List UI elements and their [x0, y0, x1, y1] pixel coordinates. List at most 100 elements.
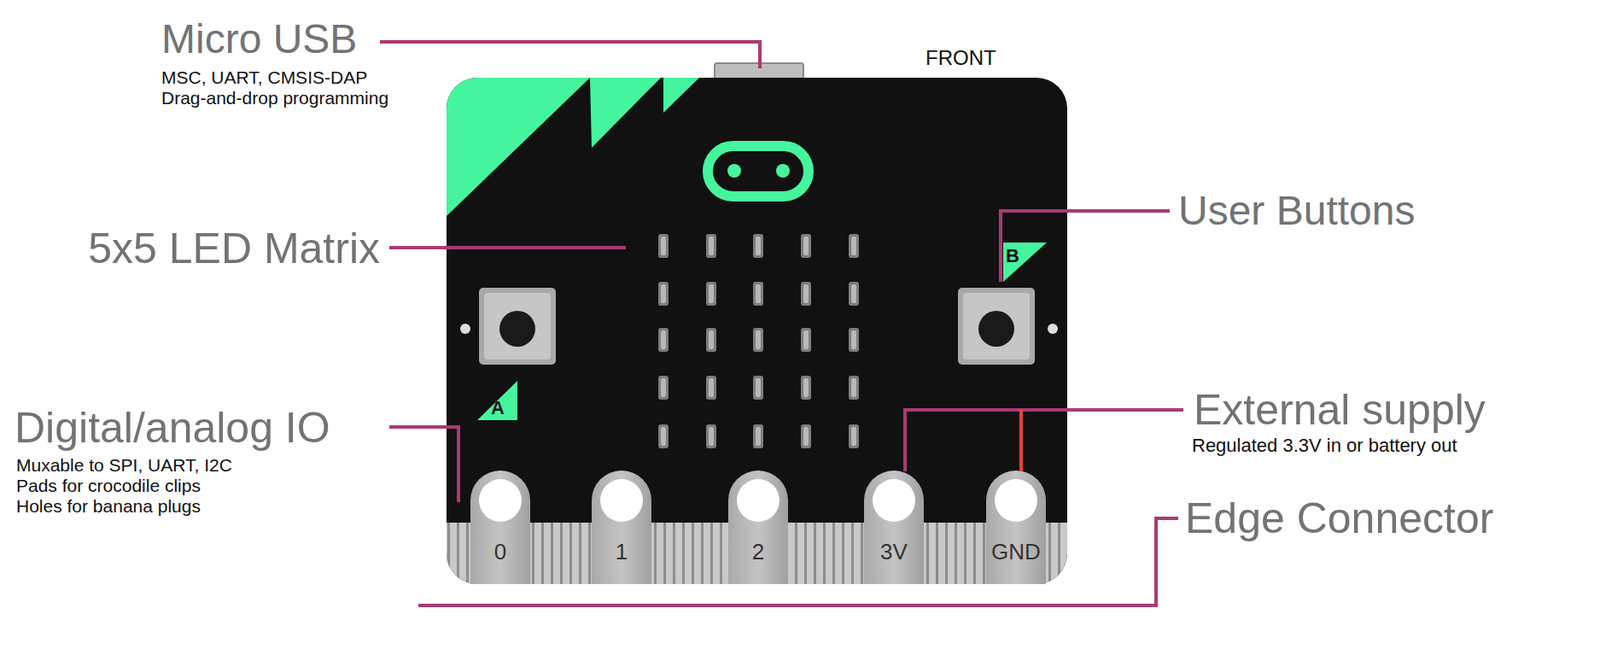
led [848, 424, 859, 449]
led [803, 236, 809, 256]
pin-label: 0 [494, 539, 507, 565]
callout-title: Edge Connector [1185, 495, 1494, 543]
callout-note: Pads for crocodile clips [16, 475, 201, 496]
led-matrix [658, 233, 859, 449]
pad-hole [478, 478, 522, 522]
led [658, 327, 669, 352]
led [658, 281, 669, 306]
button-label: B [1005, 245, 1020, 267]
led [658, 375, 669, 400]
led [848, 281, 859, 306]
green-stripe [446, 77, 590, 217]
led [660, 236, 666, 256]
led [753, 424, 764, 449]
leader-line [1000, 210, 1170, 282]
button-dot [1047, 323, 1058, 334]
led [848, 375, 859, 400]
led [800, 375, 812, 400]
pad-hole [872, 478, 916, 522]
led [803, 330, 809, 350]
led [708, 378, 714, 398]
button-dot [460, 323, 471, 334]
led [851, 426, 857, 446]
callout-note: MSC, UART, CMSIS-DAP [161, 67, 368, 88]
button-a [499, 310, 536, 347]
green-stripe [589, 77, 661, 148]
led [851, 236, 857, 256]
led [851, 378, 857, 398]
led [851, 330, 857, 350]
pin-label: 3V [880, 539, 908, 565]
button-b [978, 310, 1015, 347]
led [755, 236, 761, 256]
leader-line [379, 41, 760, 69]
led [658, 424, 669, 449]
button-a [484, 292, 551, 360]
led [753, 327, 764, 352]
button-b [963, 292, 1030, 360]
logo-eye [776, 163, 790, 178]
green-stripe [663, 77, 700, 113]
logo [707, 145, 809, 197]
callout-note: Holes for banana plugs [16, 496, 201, 516]
led [658, 233, 669, 258]
led [848, 327, 859, 352]
pad-hole [736, 478, 780, 522]
board [446, 77, 1068, 584]
led [753, 233, 764, 258]
led [803, 378, 809, 398]
logo-eye [727, 163, 742, 178]
pad-hole [994, 478, 1038, 522]
led [660, 426, 666, 446]
callout-note: Muxable to SPI, UART, I2C [16, 455, 233, 475]
button-marker [1003, 242, 1047, 282]
callout-note: Regulated 3.3V in or battery out [1191, 435, 1458, 456]
edge-pad [864, 470, 924, 584]
button-a [478, 287, 556, 365]
led [755, 284, 761, 304]
callout-title: External supply [1193, 386, 1486, 434]
leader-line [389, 245, 626, 250]
edge-pads [470, 470, 1046, 584]
callout-title: Digital/analog IO [14, 404, 331, 452]
led [803, 426, 809, 446]
callout-title: Micro USB [161, 17, 357, 63]
edge-pad [591, 470, 652, 584]
led [660, 330, 666, 350]
led [706, 375, 717, 400]
callout-title: 5x5 LED Matrix [87, 225, 380, 273]
edge-pad [470, 470, 531, 584]
led [660, 378, 666, 398]
led [800, 233, 812, 258]
button-label: A [490, 397, 505, 419]
callout-title: User Buttons [1178, 188, 1415, 234]
leader-line-red [1019, 409, 1023, 472]
leader-line [389, 426, 459, 503]
led [753, 375, 764, 400]
led [706, 281, 717, 306]
button-marker [477, 380, 518, 421]
pad-hole [600, 478, 643, 522]
leader-line [905, 409, 1184, 472]
led [800, 424, 812, 449]
led [706, 424, 717, 449]
leader-line [418, 518, 1179, 606]
led [706, 327, 717, 352]
side-label: FRONT [925, 46, 997, 70]
led [753, 281, 764, 306]
led [755, 426, 761, 446]
pin-label: GND [991, 539, 1041, 565]
edge-pad [986, 470, 1046, 584]
led [800, 327, 812, 352]
led [800, 281, 812, 306]
led [708, 284, 714, 304]
led [708, 426, 714, 446]
pin-label: 1 [615, 539, 628, 565]
led [803, 284, 809, 304]
led [848, 233, 859, 258]
led [708, 236, 714, 256]
led [660, 284, 666, 304]
edge-pad [728, 470, 789, 584]
button-b [957, 287, 1035, 365]
pin-label: 2 [752, 539, 765, 565]
